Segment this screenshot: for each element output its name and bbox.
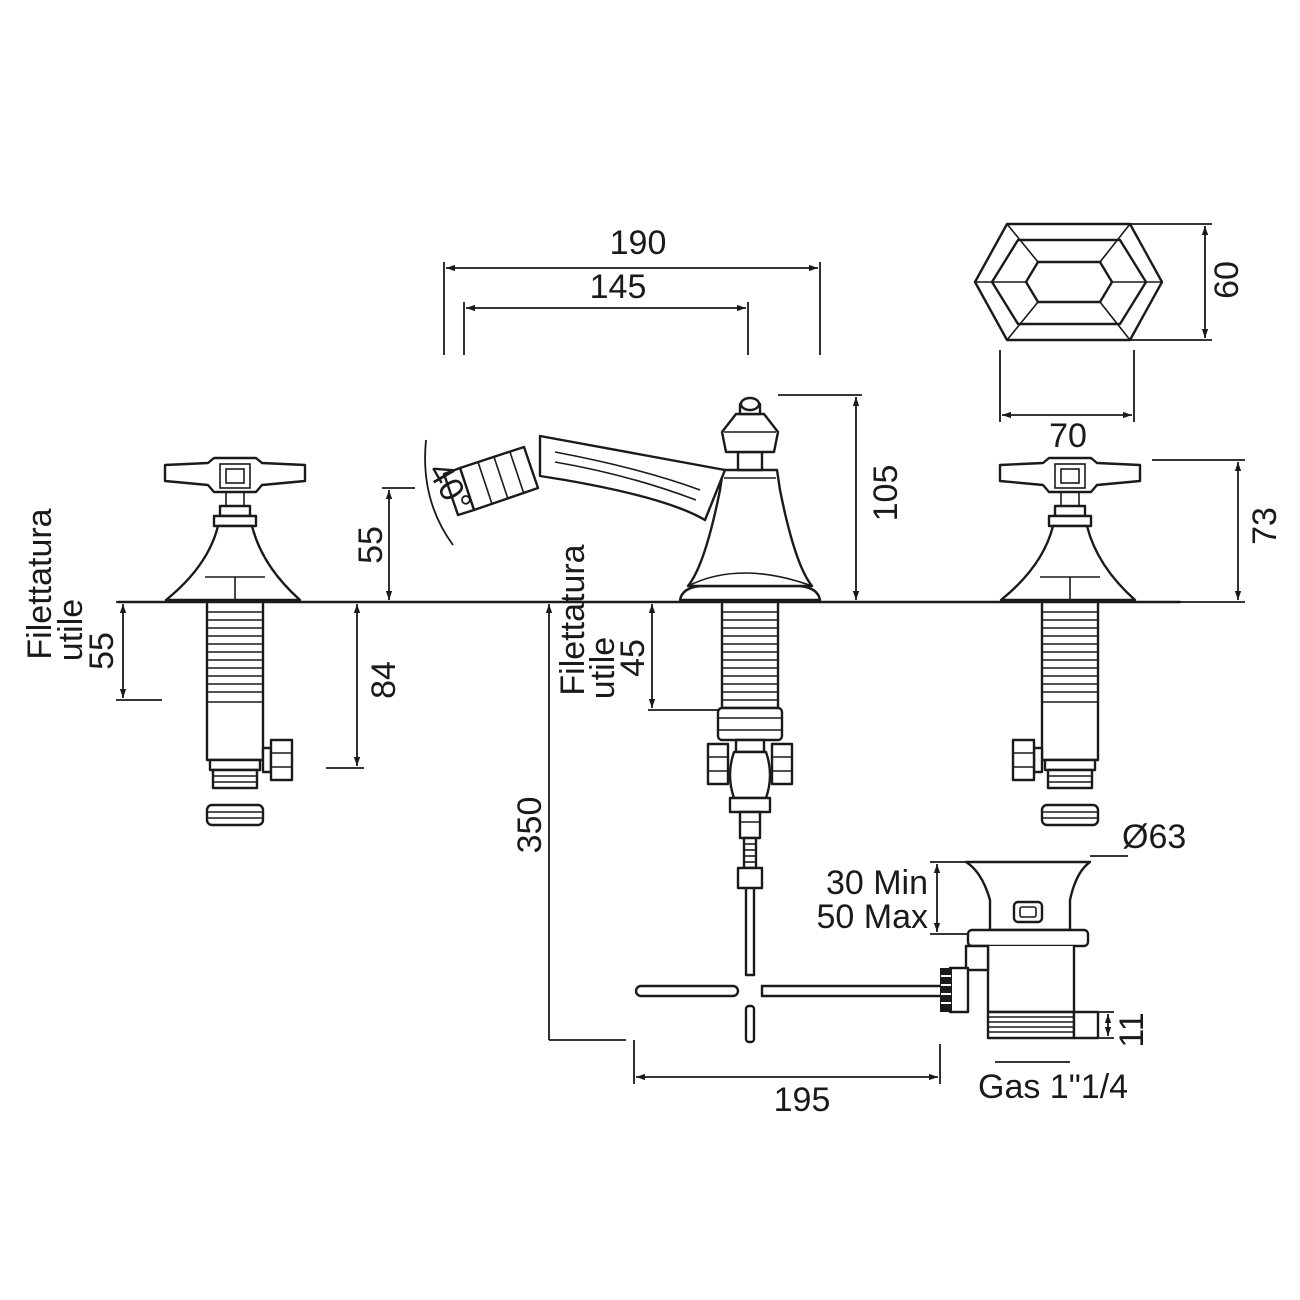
label-utile-left: utile: [52, 599, 90, 661]
label-filettatura-left: Filettatura: [21, 508, 59, 659]
dimension-lines: [116, 223, 1245, 1084]
label-filettatura-centre: Filettatura: [554, 544, 592, 695]
right-cross-valve: [998, 456, 1142, 827]
left-cross-valve: [163, 456, 307, 827]
left-valve-thread: [207, 611, 263, 693]
dim-105: 105: [867, 465, 905, 522]
label-utile-centre: utile: [584, 637, 622, 699]
dim-diameter-63: Ø63: [1122, 818, 1186, 856]
label-gas-thread: Gas 1"1/4: [978, 1068, 1128, 1106]
dim-55-spout: 55: [352, 526, 390, 564]
dim-73: 73: [1246, 507, 1284, 545]
right-valve-thread: [1042, 611, 1098, 693]
hexagon-handle-topview: [973, 222, 1164, 342]
dim-45: 45: [614, 639, 652, 677]
dim-84: 84: [365, 661, 403, 699]
dim-70: 70: [1049, 417, 1087, 455]
dim-55-left-thread: 55: [83, 632, 121, 670]
popup-waste: [940, 860, 1100, 1040]
bidet-spout-body: [442, 396, 822, 602]
dim-350: 350: [511, 797, 549, 854]
dim-195: 195: [774, 1081, 831, 1119]
centre-stem: [634, 602, 794, 1044]
linkage-rod: [760, 984, 944, 998]
dim-60: 60: [1208, 261, 1246, 299]
dim-11: 11: [1113, 1012, 1151, 1047]
dim-145: 145: [590, 268, 647, 306]
dimension-labels: 190 145 70 60 105 73 55 40° 55 Filettatu…: [21, 224, 1284, 1119]
dim-50-max: 50 Max: [817, 898, 929, 936]
dim-190: 190: [610, 224, 667, 262]
dim-30-min: 30 Min: [826, 864, 928, 902]
